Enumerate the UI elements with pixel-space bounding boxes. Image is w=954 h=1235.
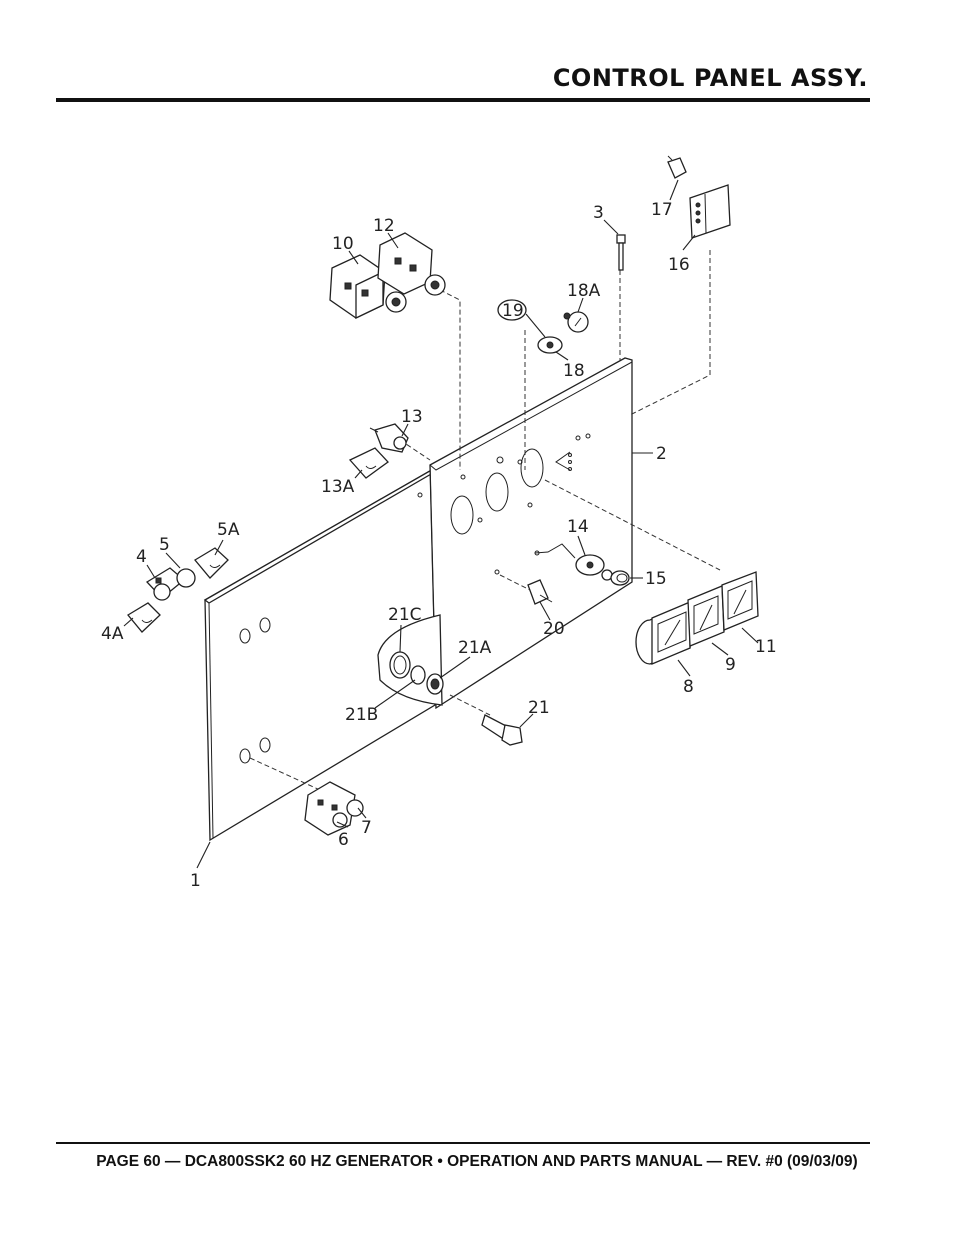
knob-15 <box>610 570 630 586</box>
callout-circle-19 <box>497 299 527 321</box>
callout-13a: 13A <box>321 477 355 497</box>
callout-21a: 21A <box>458 638 492 658</box>
cap-13A <box>348 447 389 479</box>
callout-20: 20 <box>543 619 565 639</box>
switch-10 <box>329 254 407 320</box>
callout-7: 7 <box>361 818 372 838</box>
callout-21: 21 <box>528 698 550 718</box>
meter-8 <box>635 600 691 665</box>
receptacle-13 <box>369 423 409 453</box>
callout-9: 9 <box>725 655 736 675</box>
callout-17: 17 <box>651 200 673 220</box>
page-footer: PAGE 60 — DCA800SSK2 60 HZ GENERATOR • O… <box>96 1153 858 1170</box>
cap-4A <box>127 602 161 633</box>
header-rule <box>56 98 870 102</box>
callout-8: 8 <box>683 677 694 697</box>
leader-lines <box>123 179 759 869</box>
meter-11 <box>721 571 759 631</box>
callout-15: 15 <box>645 569 667 589</box>
switch-20 <box>527 579 553 605</box>
cap-5A <box>194 547 229 579</box>
callout-14: 14 <box>567 517 589 537</box>
switch-17 <box>667 155 687 179</box>
potentiometer-14 <box>534 543 613 581</box>
bolt-3 <box>616 234 626 271</box>
callout-6: 6 <box>338 830 349 850</box>
lamp-4-5 <box>145 567 196 601</box>
callout-21b: 21B <box>345 705 378 725</box>
callout-13: 13 <box>401 407 423 427</box>
callout-16: 16 <box>668 255 690 275</box>
footer-rule <box>56 1142 870 1144</box>
callout-11: 11 <box>755 637 777 657</box>
callout-10: 10 <box>332 234 354 254</box>
gasket-21B <box>377 614 444 706</box>
switch-12 <box>377 232 446 296</box>
page-title: CONTROL PANEL ASSY. <box>552 64 868 92</box>
panel-1 <box>203 466 440 842</box>
callout-1: 1 <box>190 871 201 891</box>
callout-2: 2 <box>656 444 667 464</box>
callout-18a: 18A <box>567 281 601 301</box>
callout-5: 5 <box>159 535 170 555</box>
gauge-18 <box>537 311 589 354</box>
callout-4: 4 <box>136 547 147 567</box>
meter-9 <box>687 585 725 647</box>
callout-19: 19 <box>502 301 524 321</box>
callout-12: 12 <box>373 216 395 236</box>
callout-18: 18 <box>563 361 585 381</box>
panel-2 <box>429 357 633 710</box>
terminal-16 <box>689 184 731 239</box>
callout-labels: 1 2 3 4 4A 5 5A 6 7 8 9 10 11 12 13 13A … <box>101 200 777 891</box>
switch-6-7 <box>304 781 364 836</box>
callout-4a: 4A <box>101 624 124 644</box>
callout-21c: 21C <box>388 605 422 625</box>
callout-5a: 5A <box>217 520 240 540</box>
bolt-21 <box>481 714 523 746</box>
callout-3: 3 <box>593 203 604 223</box>
